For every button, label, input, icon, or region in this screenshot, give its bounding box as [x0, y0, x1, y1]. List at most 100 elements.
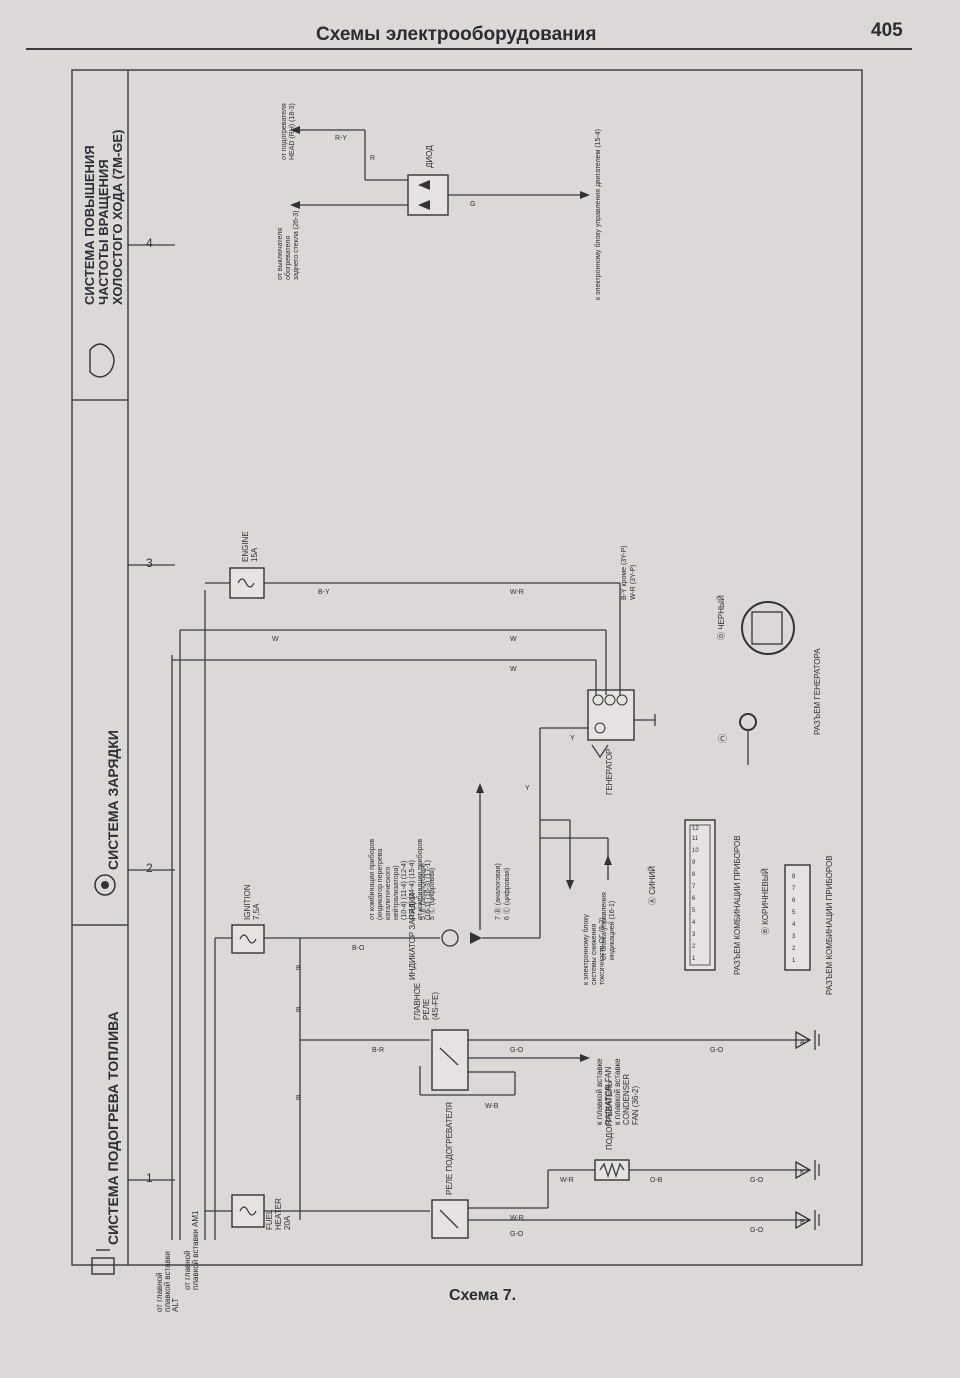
column-number-1: 1 — [146, 1171, 153, 1185]
pin-a-6: 6 — [692, 896, 696, 902]
gen-terminal-l — [594, 722, 606, 734]
alternator-icon — [94, 874, 116, 896]
arrow-indicator-block — [604, 855, 612, 865]
wire-code: B — [296, 965, 301, 972]
fuse-engine-l2: 15A — [250, 547, 259, 562]
ground-symbol — [795, 1160, 820, 1180]
gen-terminal-s — [604, 694, 616, 706]
note-heater-rh-1: от подогревателя — [281, 103, 288, 160]
connector-blue-key: Ⓐ СИНИЙ — [648, 866, 657, 905]
arrow-fan — [580, 1054, 590, 1062]
fuse-symbol — [239, 1206, 257, 1216]
connector-gen-d-key: Ⓓ ЧЕРНЫЙ — [717, 595, 726, 640]
wire-code: W-R — [510, 589, 524, 596]
relay-contact — [439, 1209, 459, 1229]
note-except-3y: B-Y кроме (3Y-P) — [621, 545, 628, 600]
fuse-engine — [229, 567, 265, 599]
wire-code: W-R — [560, 1177, 574, 1184]
pin-a-4: 4 — [692, 920, 696, 926]
fuse-fuel-heater-l3: 20A — [283, 1215, 292, 1230]
note-cluster-7: от комбинации приборов — [416, 839, 424, 920]
note-ind-block-2: индикацией (16-1) — [608, 901, 616, 960]
note-cluster-5: (10-4) (11-4) (12-4) — [401, 861, 408, 920]
note-fan-5: FAN (36-2) — [631, 1086, 640, 1125]
gen-terminal-ig — [616, 694, 628, 706]
fuse-ignition-l1: IGNITION — [243, 884, 252, 920]
pin-a-8: 8 — [692, 872, 696, 878]
pin-a-2: 2 — [692, 944, 696, 950]
column-number-4: 4 — [146, 236, 153, 250]
note-cluster-4: нейтрализатора) — [392, 865, 400, 920]
header-rule — [26, 48, 912, 50]
column-number-3: 3 — [146, 556, 153, 570]
source-main-fuse-2: плавкой вставки — [163, 1251, 172, 1312]
wire-code: W — [510, 666, 517, 673]
wire-code: Y — [525, 785, 530, 792]
connector-gen-c-key: Ⓒ — [718, 734, 727, 744]
wire-code: G-O — [710, 1047, 724, 1054]
wire-code: G-O — [750, 1227, 764, 1234]
pin-b-3: 3 — [792, 934, 796, 940]
note-fan-1: к плавкой вставке — [595, 1058, 604, 1125]
pin-b-7: 7 — [792, 886, 796, 892]
generator-label: ГЕНЕРАТОР — [605, 749, 614, 795]
connector-cluster-b-label: РАЗЪЕМ КОМБИНАЦИИ ПРИБОРОВ — [825, 855, 834, 995]
wire-code: B-R — [372, 1047, 384, 1054]
connector-cluster-b — [784, 864, 811, 971]
fuse-fuel-heater-l1: FUEL — [265, 1209, 274, 1230]
connector-gen-label: РАЗЪЕМ ГЕНЕРАТОРА — [813, 648, 822, 735]
arrow-engine-ecu — [580, 191, 590, 199]
section-title-idle-up-3: ХОЛОСТОГО ХОДА (7M-GE) — [110, 130, 125, 305]
pin-a-9: 9 — [692, 860, 696, 866]
fuse-symbol — [239, 934, 257, 944]
main-relay-l2: РЕЛЕ — [422, 999, 431, 1020]
heater-relay — [431, 1199, 469, 1239]
wire-code: B — [296, 1007, 301, 1014]
heater-resistor — [599, 1161, 625, 1179]
note-ecu-tox-2: системы снижения — [591, 924, 598, 985]
header-title: Схемы электрооборудования — [316, 24, 597, 45]
wire-code: W-B — [485, 1103, 499, 1110]
note-fan-3: к плавкой вставке — [613, 1058, 622, 1125]
source-main-fuse-1: от главной — [155, 1272, 164, 1312]
arrow-heater-rh — [290, 126, 300, 134]
pin-a-10: 10 — [692, 848, 699, 854]
section-title-idle-up-2: ЧАСТОТЫ ВРАЩЕНИЯ — [96, 159, 111, 305]
pin-a-12: 12 — [692, 826, 699, 832]
page-number: 405 — [871, 20, 903, 41]
heater-relay-label: РЕЛЕ ПОДОГРЕВАТЕЛЯ — [445, 1102, 454, 1195]
wire-code: R-Y — [335, 135, 347, 142]
main-relay — [431, 1029, 469, 1091]
wire-code: W — [272, 636, 279, 643]
fuse-fuel-heater-l2: HEATER — [274, 1198, 283, 1230]
ground-letter: B — [800, 1219, 805, 1226]
diode-symbol — [418, 180, 430, 190]
source-am1-2: плавкой вставки AM1 — [191, 1210, 200, 1290]
note-defogger-1: от выключателя — [277, 228, 284, 280]
charge-indicator-label: ИНДИКАТОР ЗАРЯДКИ — [408, 892, 417, 980]
diode-symbol — [418, 200, 430, 210]
connector-gen-d — [741, 601, 795, 655]
engine-icon — [89, 343, 115, 378]
charge-indicator-lamp — [441, 929, 459, 947]
generator — [587, 689, 635, 741]
note-ind-block-1: от блока управления — [600, 892, 608, 960]
indicator-pin-3: 7 Ⓑ (аналоговая) — [494, 863, 502, 920]
note-cluster-3: каталитического — [385, 866, 392, 920]
note-defogger-2: обогревателя — [284, 236, 292, 280]
note-wr-3y: W-R (3Y-P) — [630, 565, 637, 600]
ground-symbol — [795, 1030, 820, 1050]
wire-code: B-Y — [318, 589, 330, 596]
main-relay-l1: ГЛАВНОЕ — [413, 983, 422, 1020]
note-defogger-3: заднего стекла (26-3) — [293, 211, 300, 280]
ground-letter: A — [800, 1039, 805, 1046]
note-cluster-2: (индикатор перегрева — [377, 849, 384, 920]
arrow-defogger — [290, 201, 300, 209]
connector-gen-d-body — [751, 611, 783, 645]
pin-b-5: 5 — [792, 910, 796, 916]
ground-letter: K — [800, 1169, 805, 1176]
diagram-frame — [71, 69, 863, 1266]
indicator-pin-1: 5 Ⓑ (аналоговая) — [419, 863, 427, 920]
wire-code: W-R — [510, 1215, 524, 1222]
